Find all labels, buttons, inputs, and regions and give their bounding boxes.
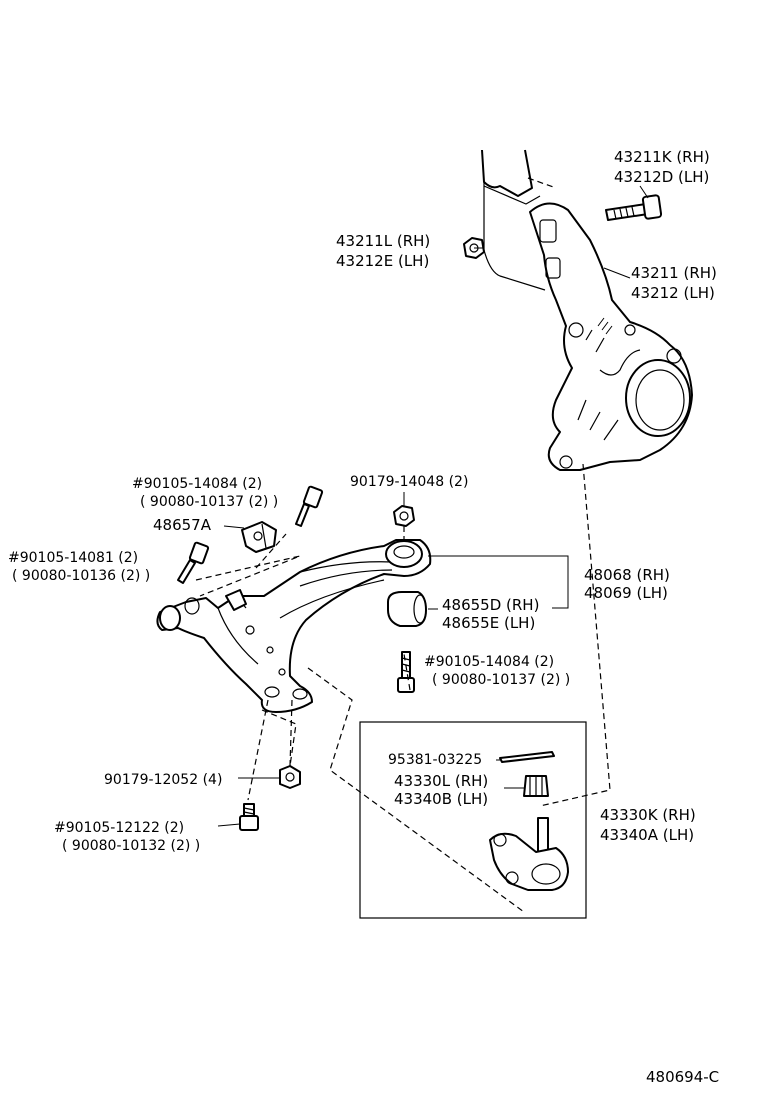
label-48068: 48068 (RH) [584,566,670,584]
label-90080-10136: ( 90080-10136 (2) ) [12,568,150,584]
ball-joint-box [359,721,587,919]
assembly-lines [195,177,611,913]
bushing [387,591,427,627]
ball-joint [489,817,569,891]
label-48069: 48069 (LH) [584,584,668,602]
label-90179-12052: 90179-12052 (4) [104,772,222,788]
bolt-90105-12122 [239,803,259,831]
label-90080-10137-b: ( 90080-10137 (2) ) [432,672,570,688]
cotter-pin [499,751,555,763]
label-43330K: 43330K (RH) [600,806,696,824]
label-43340B: 43340B (LH) [394,790,488,808]
nut-90179-12052 [279,765,301,789]
castle-nut [523,775,549,797]
label-43330L: 43330L (RH) [394,772,488,790]
label-48655E: 48655E (LH) [442,614,535,632]
label-43340A: 43340A (LH) [600,826,694,844]
label-43212D: 43212D (LH) [614,168,709,186]
bracket [241,521,277,553]
knuckle-bolt [605,194,663,221]
bolt-lower-rear [397,651,415,693]
part-labels: 43211K (RH) 43212D (LH) 43211L (RH) 4321… [8,148,719,1086]
label-90105-14084-b: #90105-14084 (2) [424,654,554,670]
label-90105-12122: #90105-12122 (2) [54,820,184,836]
leader-lines [217,185,649,827]
label-90080-10132: ( 90080-10132 (2) ) [62,838,200,854]
label-48655D: 48655D (RH) [442,596,539,614]
label-43211K: 43211K (RH) [614,148,710,166]
bolt-upper-front [295,485,324,527]
label-43211: 43211 (RH) [631,264,717,282]
bolt-90105-14081 [177,541,210,584]
label-48657A: 48657A [153,516,212,534]
label-43212: 43212 (LH) [631,284,715,302]
steering-knuckle [481,149,693,471]
label-90179-14048: 90179-14048 (2) [350,474,468,490]
label-90105-14084-a: #90105-14084 (2) [132,476,262,492]
nut-90179-14048 [393,505,415,527]
label-43211L: 43211L (RH) [336,232,430,250]
diagram-code: 480694-C [646,1068,719,1086]
label-90105-14081: #90105-14081 (2) [8,550,138,566]
label-43212E: 43212E (LH) [336,252,429,270]
label-90080-10137-a: ( 90080-10137 (2) ) [140,494,278,510]
label-95381-03225: 95381-03225 [388,752,482,768]
lower-control-arm [156,539,432,713]
